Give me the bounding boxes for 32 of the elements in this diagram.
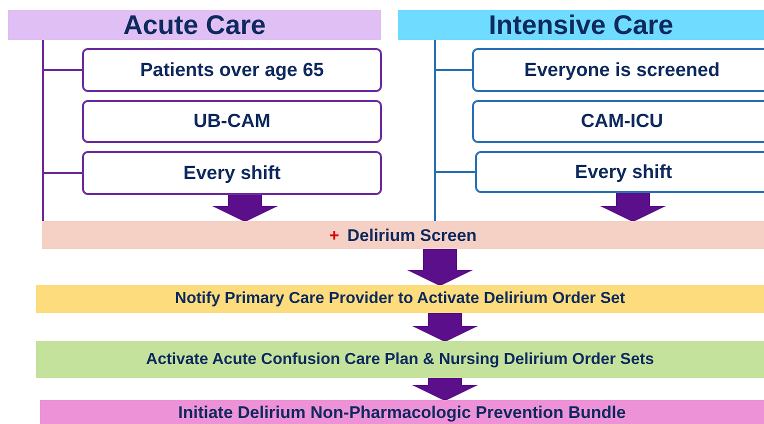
block-arrow [412, 313, 478, 342]
node-label: UB-CAM [193, 112, 271, 131]
block-arrow [212, 195, 278, 222]
section-header [8, 10, 381, 40]
process-bar [36, 341, 764, 378]
node-label: Initiate Delirium Non-Pharmacologic Prevention Bundle [178, 404, 626, 420]
node-label: Everyone is screened [524, 60, 720, 80]
block-arrow [407, 249, 473, 286]
node-label: Activate Acute Confusion Care Plan & Nursing Delirium Order Sets [146, 352, 654, 368]
node-label: CAM-ICU [580, 112, 664, 131]
block-arrow [600, 193, 666, 222]
criteria-box [82, 48, 382, 92]
process-bar [40, 400, 764, 424]
node-label: Notify Primary Care Provider to Activate Delirium Order Set [174, 291, 626, 307]
criteria-box [82, 100, 382, 143]
block-arrow [412, 378, 478, 401]
node-label: Intensive Care [488, 12, 674, 38]
process-bar [36, 285, 764, 313]
criteria-box [472, 100, 764, 143]
plus-sign: + [329, 226, 340, 244]
node-label: Acute Care [123, 12, 266, 38]
process-bar [42, 221, 764, 249]
connector-line [434, 40, 436, 221]
node-label: Every shift [183, 164, 281, 182]
criteria-box [472, 48, 764, 92]
connector-line [42, 40, 44, 221]
section-header [398, 10, 764, 40]
node-label: Delirium Screen [347, 226, 477, 244]
node-label: Every shift [574, 162, 672, 182]
criteria-box [82, 151, 382, 195]
node-label: Patients over age 65 [140, 60, 324, 80]
criteria-box [475, 151, 764, 193]
